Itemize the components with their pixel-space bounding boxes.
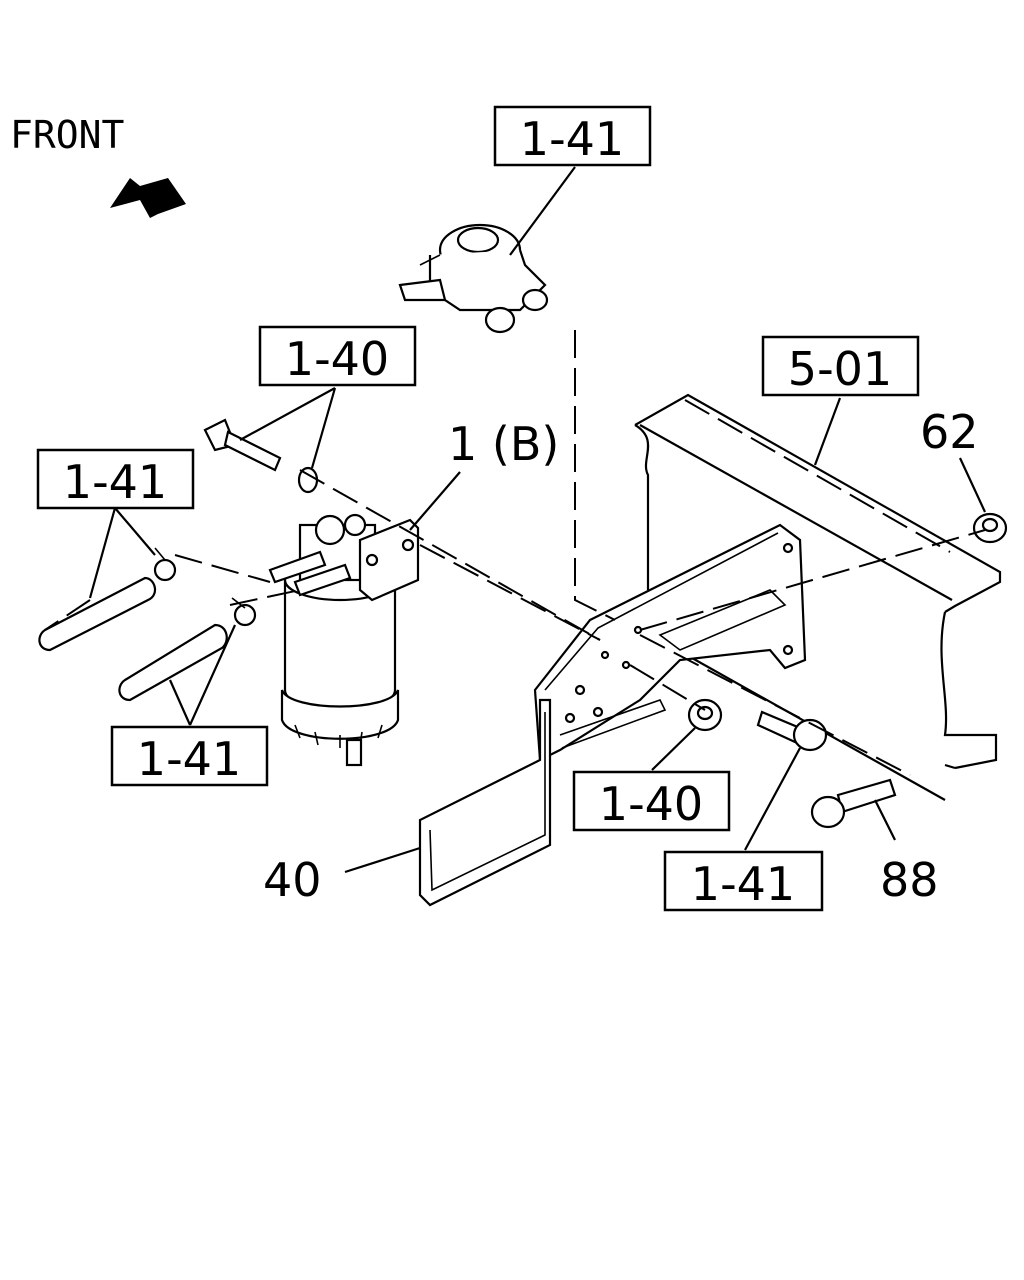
filter-bolt	[203, 418, 319, 494]
label-bracket: 40	[263, 853, 322, 907]
nut-62	[972, 512, 1008, 544]
label-valve: 1-41	[493, 105, 652, 167]
label-small-bolt-text: 1-41	[691, 857, 795, 911]
label-frame-text: 5-01	[788, 342, 892, 396]
front-arrow-icon	[110, 178, 186, 218]
fuel-hoses	[38, 547, 257, 702]
assembly-lines	[44, 330, 986, 776]
label-small-bolt: 1-41	[663, 850, 824, 912]
leader-lines	[88, 166, 986, 874]
label-hose-upper: 1-41	[36, 448, 195, 510]
label-hose-lower-text: 1-41	[137, 732, 241, 786]
label-valve-text: 1-41	[520, 112, 624, 166]
label-hose-upper-text: 1-41	[63, 455, 167, 509]
frame-rail	[634, 393, 1002, 801]
small-bolt	[756, 710, 828, 752]
label-bolt-text: 1-40	[285, 332, 389, 386]
label-hose-lower: 1-41	[110, 725, 269, 787]
label-filter: 1 (B)	[448, 417, 559, 471]
label-small-nut: 1-40	[572, 770, 731, 832]
front-label: FRONT	[10, 113, 124, 157]
valve-part	[398, 223, 549, 334]
label-small-nut-text: 1-40	[599, 777, 703, 831]
label-long-bolt: 88	[880, 853, 939, 907]
label-nut-62: 62	[920, 405, 979, 459]
small-nut	[687, 698, 723, 732]
label-bolt: 1-40	[258, 325, 417, 387]
bracket-part	[418, 523, 807, 907]
fuel-filter	[268, 513, 420, 767]
long-bolt	[810, 778, 897, 829]
label-frame: 5-01	[761, 335, 920, 397]
